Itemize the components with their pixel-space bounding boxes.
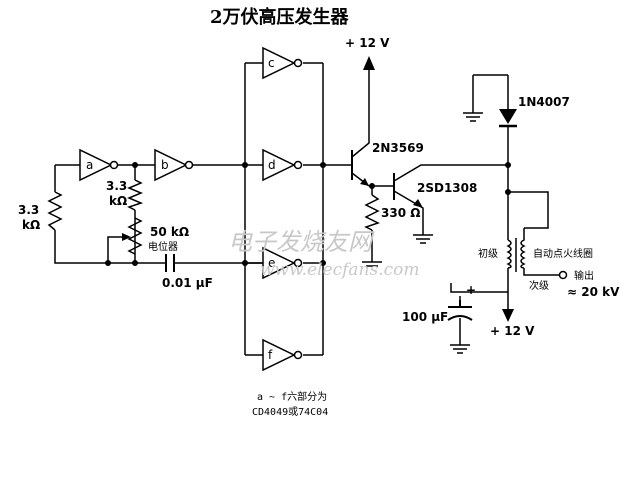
note-line-2: CD4049或74C04 [252, 406, 328, 418]
output-terminal [558, 270, 568, 280]
potentiometer [127, 217, 143, 255]
ignition-coil [506, 228, 526, 272]
r-input-value: 3.3 [18, 203, 39, 217]
component-labels: 3.3 kΩ 3.3 kΩ 50 kΩ 电位器 0.01 μF + 12 V 2… [18, 36, 620, 418]
gate-e-label: e [268, 256, 275, 270]
junction-dots [105, 162, 511, 266]
gate-a: a [79, 148, 119, 182]
r-bias-unit: kΩ [109, 194, 127, 208]
gate-d-label: d [268, 158, 276, 172]
cap2-plus-sign: + [466, 283, 476, 297]
diode-label: 1N4007 [518, 95, 570, 109]
r-input-unit: kΩ [22, 218, 40, 232]
pot-wiper-arrow [122, 233, 131, 241]
output-label: 输出 [574, 269, 594, 282]
q1-label: 2N3569 [372, 141, 424, 155]
r-bias-value: 3.3 [106, 179, 127, 193]
ground-diode [463, 112, 483, 122]
note-line-1: a ~ f六部分为 [257, 390, 327, 403]
ground-symbols [362, 112, 483, 354]
r-emitter-label: 330 Ω [381, 206, 420, 220]
watermark-cn: 电子发烧友网 [228, 228, 375, 256]
gate-a-label: a [86, 158, 93, 172]
ground-emitter-r [362, 261, 382, 267]
pot-value: 50 kΩ [150, 225, 189, 239]
diode-1n4007 [499, 98, 517, 132]
supply-top-label: + 12 V [345, 36, 390, 50]
secondary-label: 次级 [529, 279, 549, 292]
watermark: 电子发烧友网 www.elecfans.com [228, 228, 420, 280]
supply-bottom-label: + 12 V [490, 324, 535, 338]
gate-f-label: f [268, 348, 273, 362]
resistors [47, 179, 380, 255]
gate-f: f [262, 338, 303, 372]
capacitor-0-01uf [165, 254, 175, 272]
watermark-url: www.elecfans.com [260, 260, 420, 280]
diagram-title: 2万伏高压发生器 [210, 6, 350, 28]
primary-label: 初级 [478, 247, 498, 260]
capacitor-100uf [447, 300, 473, 321]
ground-q2 [413, 234, 433, 244]
gate-b: b [154, 148, 194, 182]
cap-value: 0.01 μF [162, 276, 213, 290]
ground-cap [450, 344, 470, 354]
gate-c: c [262, 46, 303, 80]
gate-c-label: c [268, 56, 275, 70]
resistor-bias [127, 179, 144, 211]
inverter-gates: a b c d e f [79, 46, 303, 372]
supply-arrow-bottom [502, 309, 514, 322]
supply-arrow-top [363, 56, 375, 70]
coil-label: 自动点火线圈 [533, 247, 593, 260]
resistor-input [47, 191, 63, 231]
resistor-emitter [364, 194, 380, 231]
gate-e: e [262, 246, 303, 280]
q1-emitter-arrow [360, 178, 369, 186]
wires [54, 62, 560, 356]
q2-label: 2SD1308 [417, 181, 477, 195]
output-value: ≈ 20 kV [567, 285, 620, 299]
gate-d: d [262, 148, 303, 182]
pot-name: 电位器 [148, 240, 178, 253]
q2-emitter-arrow [413, 199, 423, 208]
cap2-label: 100 μF [402, 310, 448, 324]
gate-b-label: b [161, 158, 169, 172]
